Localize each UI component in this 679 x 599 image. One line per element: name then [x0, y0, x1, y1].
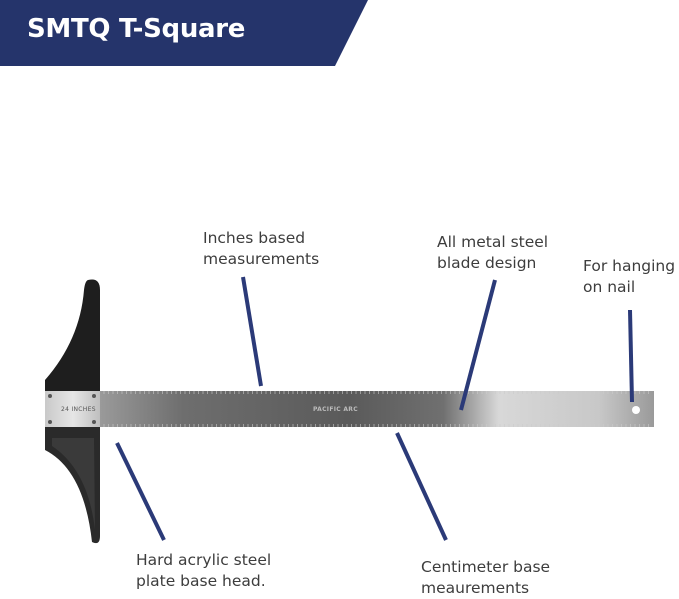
head-inches-text: 24 INCHES	[61, 406, 96, 413]
page-title: SMTQ T-Square	[27, 14, 246, 44]
ruler-head	[45, 279, 101, 544]
ruler-blade	[100, 391, 654, 427]
leader-line-blade	[459, 279, 497, 411]
leader-line-hanging	[628, 309, 634, 403]
leader-line-centimeter	[395, 432, 448, 541]
leader-line-inches	[241, 276, 263, 387]
leader-line-head	[115, 442, 166, 541]
leader-lines	[115, 276, 634, 541]
hanging-hole	[632, 406, 640, 414]
title-banner	[0, 0, 368, 66]
blade-brand-text: PACIFIC ARC	[313, 406, 358, 413]
